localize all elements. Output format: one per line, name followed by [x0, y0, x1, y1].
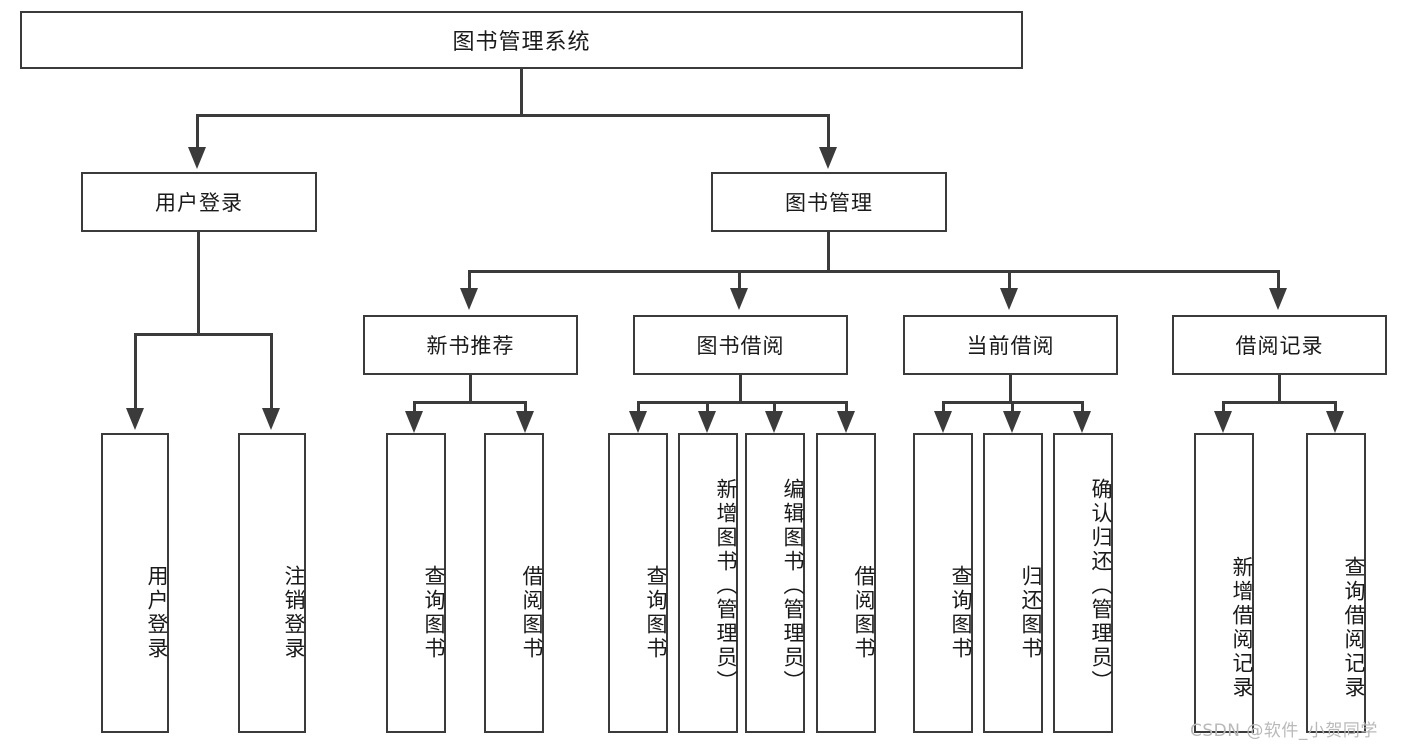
- node-leaf-query-book-1[interactable]: 查询图书: [386, 433, 446, 733]
- node-book-borrow[interactable]: 图书借阅: [633, 315, 848, 375]
- node-leaf-borrow-book-1[interactable]: 借阅图书: [484, 433, 544, 733]
- node-leaf-query-book-3[interactable]: 查询图书: [913, 433, 973, 733]
- edge-bb-stem: [739, 375, 742, 403]
- arrowhead-leaf-user-logout: [262, 408, 280, 430]
- edge-bm-child-1: [468, 270, 471, 288]
- node-current-borrow[interactable]: 当前借阅: [903, 315, 1118, 375]
- edge-nbr-stem: [469, 375, 472, 403]
- edge-nbr-child-1: [413, 401, 416, 411]
- arrowhead-user-login: [188, 147, 206, 169]
- arrowhead-leaf-return-book: [1003, 411, 1021, 433]
- arrowhead-leaf-add-record: [1214, 411, 1232, 433]
- node-leaf-query-book-2[interactable]: 查询图书: [608, 433, 668, 733]
- arrowhead-leaf-query-book-1: [405, 411, 423, 433]
- edge-root-bus: [196, 114, 830, 117]
- node-label: 用户登录: [145, 565, 169, 661]
- edge-user-login-stem: [197, 232, 200, 335]
- edge-br-bus: [1222, 401, 1337, 404]
- node-label: 图书借阅: [696, 334, 785, 358]
- edge-br-stem: [1278, 375, 1281, 403]
- node-label: 用户登录: [155, 191, 243, 215]
- edge-root-to-book-management: [827, 114, 830, 147]
- edge-br-child-1: [1222, 401, 1225, 411]
- node-label: 编辑图书（管理员）: [781, 478, 805, 694]
- node-label: 借阅图书: [852, 565, 876, 661]
- edge-user-login-child-1: [134, 333, 137, 408]
- arrowhead-leaf-borrow-book-2: [837, 411, 855, 433]
- node-label: 新增借阅记录: [1230, 556, 1254, 700]
- node-leaf-edit-book[interactable]: 编辑图书（管理员）: [745, 433, 805, 733]
- edge-cb-child-3: [1081, 401, 1084, 411]
- node-label: 归还图书: [1019, 565, 1043, 661]
- node-label: 查询图书: [644, 565, 668, 661]
- watermark-csdn: CSDN @软件_小贺同学: [1190, 721, 1378, 741]
- edge-bb-bus: [637, 401, 848, 404]
- node-label: 查询图书: [949, 565, 973, 661]
- edge-root-to-user-login: [196, 114, 199, 147]
- edge-bm-child-3: [1008, 270, 1011, 288]
- edge-cb-child-1: [942, 401, 945, 411]
- node-new-book-recommend[interactable]: 新书推荐: [363, 315, 578, 375]
- arrowhead-leaf-confirm-return: [1073, 411, 1091, 433]
- node-leaf-user-logout[interactable]: 注销登录: [238, 433, 306, 733]
- edge-bb-child-2: [706, 401, 709, 411]
- edge-bm-child-2: [738, 270, 741, 288]
- arrowhead-leaf-add-book: [698, 411, 716, 433]
- edge-bb-child-1: [637, 401, 640, 411]
- node-label: 新书推荐: [426, 334, 515, 358]
- node-label: 图书管理系统: [452, 30, 591, 55]
- node-leaf-user-login[interactable]: 用户登录: [101, 433, 169, 733]
- arrowhead-leaf-user-login: [126, 408, 144, 430]
- arrowhead-leaf-query-book-2: [629, 411, 647, 433]
- node-root-book-management-system[interactable]: 图书管理系统: [20, 11, 1023, 69]
- node-label: 查询图书: [422, 565, 446, 661]
- arrowhead-leaf-borrow-book-1: [516, 411, 534, 433]
- node-leaf-return-book[interactable]: 归还图书: [983, 433, 1043, 733]
- node-leaf-confirm-return[interactable]: 确认归还（管理员）: [1053, 433, 1113, 733]
- node-book-management[interactable]: 图书管理: [711, 172, 947, 232]
- node-label: 借阅图书: [520, 565, 544, 661]
- node-label: 查询借阅记录: [1342, 556, 1366, 700]
- edge-book-management-stem: [827, 232, 830, 272]
- edge-br-child-2: [1334, 401, 1337, 411]
- arrowhead-borrow-record: [1269, 288, 1287, 310]
- node-label: 新增图书（管理员）: [714, 478, 738, 694]
- node-label: 注销登录: [282, 565, 306, 661]
- edge-nbr-child-2: [524, 401, 527, 411]
- arrowhead-book-borrow: [730, 288, 748, 310]
- edge-cb-stem: [1009, 375, 1012, 403]
- node-leaf-add-record[interactable]: 新增借阅记录: [1194, 433, 1254, 733]
- edge-cb-child-2: [1011, 401, 1014, 411]
- node-label: 图书管理: [785, 191, 873, 215]
- edge-bb-child-4: [845, 401, 848, 411]
- edge-bm-child-4: [1277, 270, 1280, 288]
- edge-bb-child-3: [773, 401, 776, 411]
- arrowhead-leaf-query-book-3: [934, 411, 952, 433]
- edge-book-management-bus: [468, 270, 1280, 273]
- edge-user-login-bus: [134, 333, 273, 336]
- arrowhead-book-management: [819, 147, 837, 169]
- node-label: 确认归还（管理员）: [1089, 478, 1113, 694]
- node-user-login[interactable]: 用户登录: [81, 172, 317, 232]
- arrowhead-current-borrow: [1000, 288, 1018, 310]
- arrowhead-leaf-query-record: [1326, 411, 1344, 433]
- arrowhead-new-book-recommend: [460, 288, 478, 310]
- node-label: 当前借阅: [966, 334, 1055, 358]
- edge-root-stem: [520, 69, 523, 116]
- edge-user-login-child-2: [270, 333, 273, 408]
- arrowhead-leaf-edit-book: [765, 411, 783, 433]
- node-borrow-record[interactable]: 借阅记录: [1172, 315, 1387, 375]
- node-leaf-borrow-book-2[interactable]: 借阅图书: [816, 433, 876, 733]
- node-leaf-query-record[interactable]: 查询借阅记录: [1306, 433, 1366, 733]
- node-leaf-add-book[interactable]: 新增图书（管理员）: [678, 433, 738, 733]
- node-label: 借阅记录: [1235, 334, 1324, 358]
- edge-nbr-bus: [413, 401, 527, 404]
